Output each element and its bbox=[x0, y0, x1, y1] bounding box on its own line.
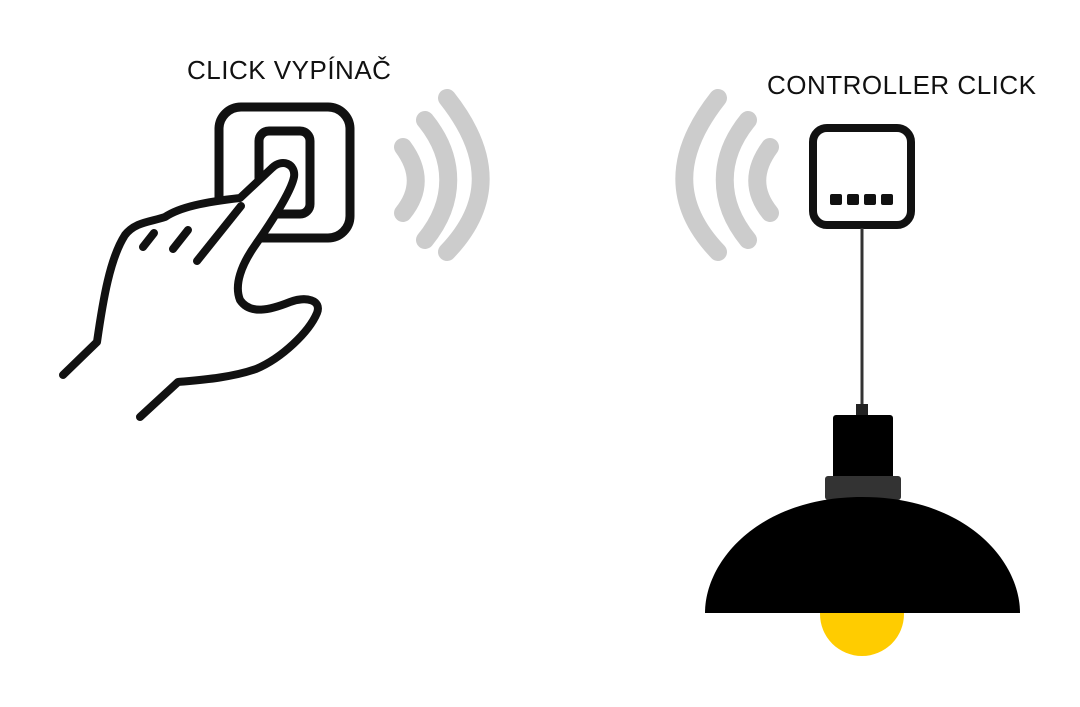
wireless-signal-icon-right bbox=[675, 89, 779, 261]
wireless-signal-icon-left bbox=[394, 89, 490, 261]
switch-label: CLICK VYPÍNAČ bbox=[187, 55, 392, 85]
pendant-lamp-icon bbox=[705, 228, 1020, 656]
wall-switch-icon bbox=[214, 102, 355, 243]
controller-module-icon bbox=[809, 124, 915, 229]
hand-icon bbox=[59, 159, 322, 421]
controller-label: CONTROLLER CLICK bbox=[767, 70, 1037, 100]
